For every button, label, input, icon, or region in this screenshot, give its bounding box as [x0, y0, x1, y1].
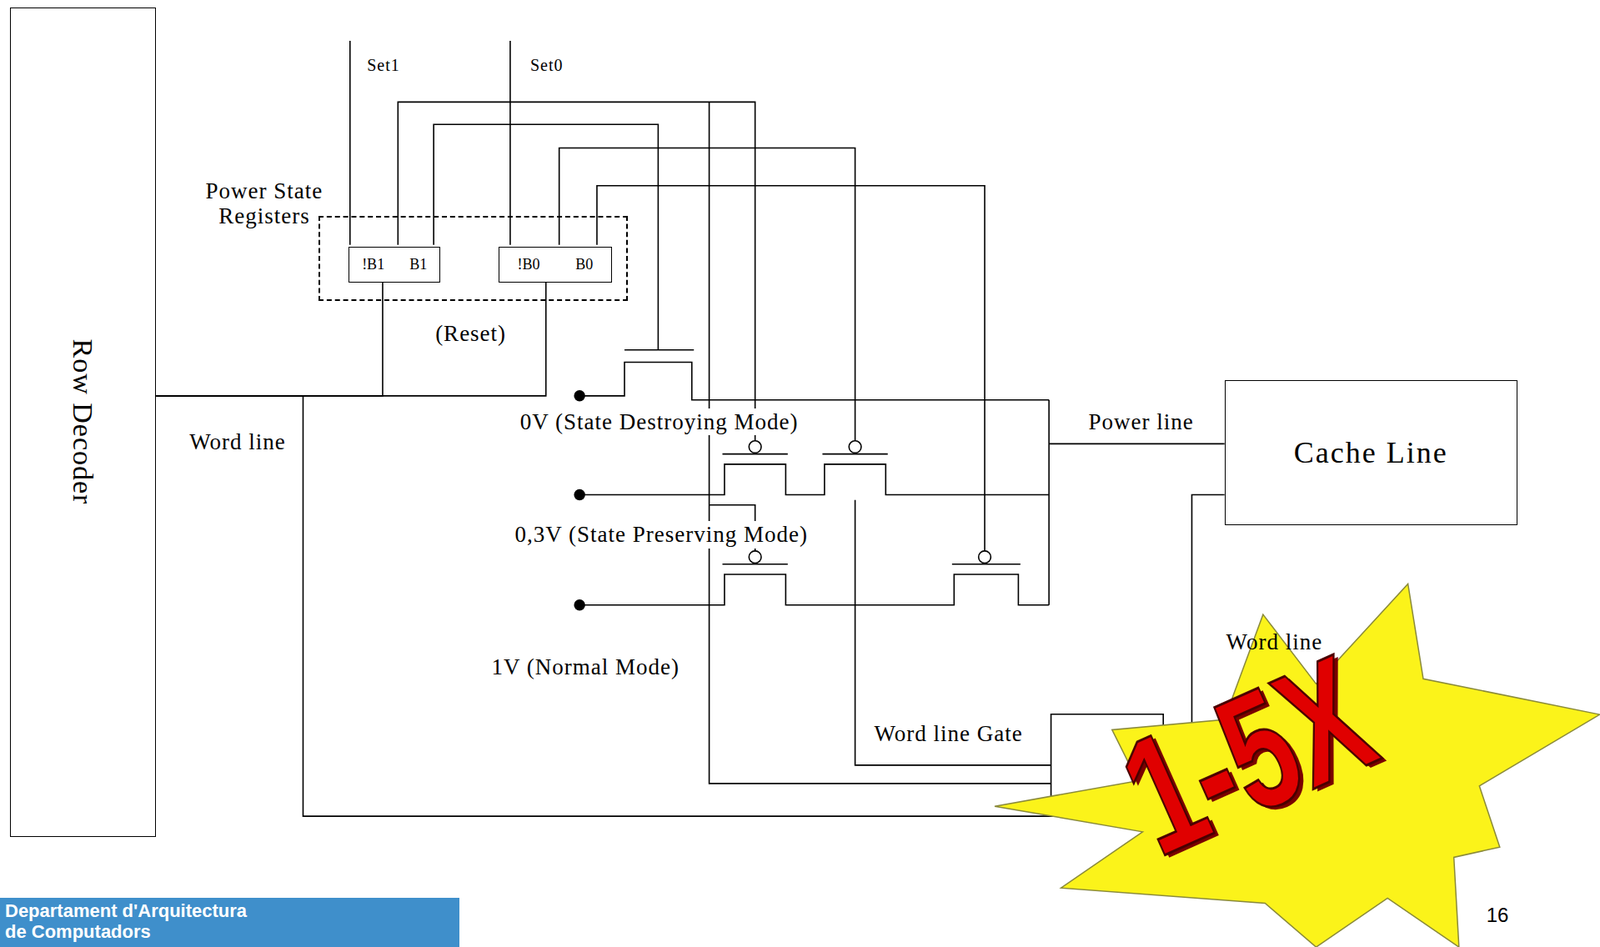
supply-rail: [1048, 400, 1050, 606]
signal-label: Set1: [365, 55, 402, 76]
signal-label: 0V (State Destroying Mode): [518, 408, 801, 436]
inverter-bubble: [848, 441, 862, 454]
signal-label: Word line: [187, 428, 288, 456]
row-decoder-box: Row Decoder: [10, 7, 156, 838]
word-line-connector: [155, 282, 383, 397]
inverter-bubble: [748, 551, 762, 564]
inverter-bubble: [748, 441, 762, 454]
word-line-connector: [155, 282, 547, 397]
nmos-transistor: [579, 361, 1049, 400]
page-number: 16: [1484, 903, 1511, 928]
node-label: B1: [409, 255, 427, 274]
control-wire: [397, 101, 755, 441]
control-wire: [709, 101, 1052, 784]
cache-line-box: Cache Line: [1224, 380, 1518, 526]
terminal-dot: [573, 599, 585, 611]
word-line-connector: [155, 396, 1224, 817]
node-label: !B1: [361, 255, 385, 274]
signal-label: Power line: [1086, 408, 1195, 436]
gate-plate: [722, 453, 888, 456]
power-line: [1048, 443, 1225, 446]
starburst-shape: [994, 583, 1600, 947]
gate-plate: [722, 563, 1020, 566]
wire-group: [350, 40, 1225, 807]
node-label: Cache Line: [1294, 435, 1449, 471]
pmos-transistor: [579, 464, 1049, 496]
node-label: Power State Registers: [197, 179, 332, 229]
inverter-bubble: [978, 551, 992, 564]
register-group: Power State Registers!B1B1!B0B0: [318, 215, 628, 301]
signal-label: Word line Gate: [872, 720, 1024, 748]
signal-label: Word line: [1224, 628, 1325, 656]
set-wire: [349, 40, 352, 246]
node-label: Row Decoder: [67, 339, 100, 506]
pmos-transistor: [579, 574, 1049, 606]
control-wire: [855, 500, 1052, 766]
gate-plate: [624, 349, 694, 352]
terminal-dot: [573, 390, 585, 402]
signal-label: Set0: [528, 55, 566, 76]
power-state-register: !B0 B0: [498, 246, 612, 283]
control-wire: [559, 147, 856, 441]
set-wire: [509, 40, 512, 246]
signal-label: 0,3V (State Preserving Mode): [513, 521, 810, 548]
node-label: B0: [575, 255, 593, 274]
node-label: !B0: [516, 255, 540, 274]
power-state-register: !B1 B1: [348, 246, 441, 283]
signal-label: (Reset): [433, 320, 508, 347]
control-wire: [596, 185, 985, 552]
signal-label: 1V (Normal Mode): [489, 653, 681, 681]
node-label: Departament d'Arquitectura de Computador…: [5, 900, 256, 943]
footer-band: Departament d'Arquitectura de Computador…: [0, 897, 460, 947]
terminal-dot: [573, 489, 585, 501]
